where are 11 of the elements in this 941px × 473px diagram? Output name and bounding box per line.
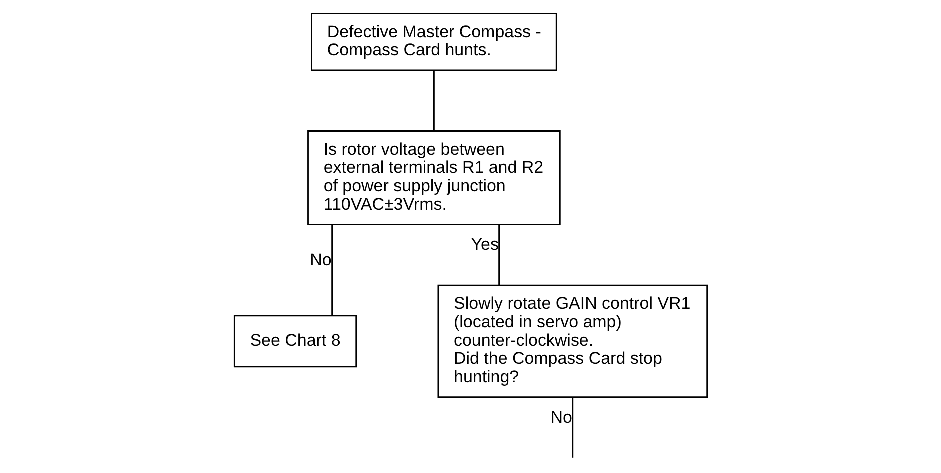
node-box: Is rotor voltage between external terminals R1 and R2 of power supply junction 110VAC±3Vrms.	[307, 130, 560, 226]
node-box: Slowly rotate GAIN control VR1 (located in servo amp) counter-clockwise. Did the Compass Card stop hunting?	[437, 284, 708, 398]
edge-label: No	[310, 250, 332, 270]
node-box: See Chart 8	[233, 315, 357, 368]
connector	[331, 224, 333, 316]
connector	[498, 224, 500, 286]
edge-label: No	[550, 408, 572, 428]
connector	[572, 398, 574, 458]
node-box: Defective Master Compass - Compass Card hunts.	[310, 13, 557, 72]
edge-label: Yes	[470, 235, 498, 254]
connector	[433, 70, 434, 132]
